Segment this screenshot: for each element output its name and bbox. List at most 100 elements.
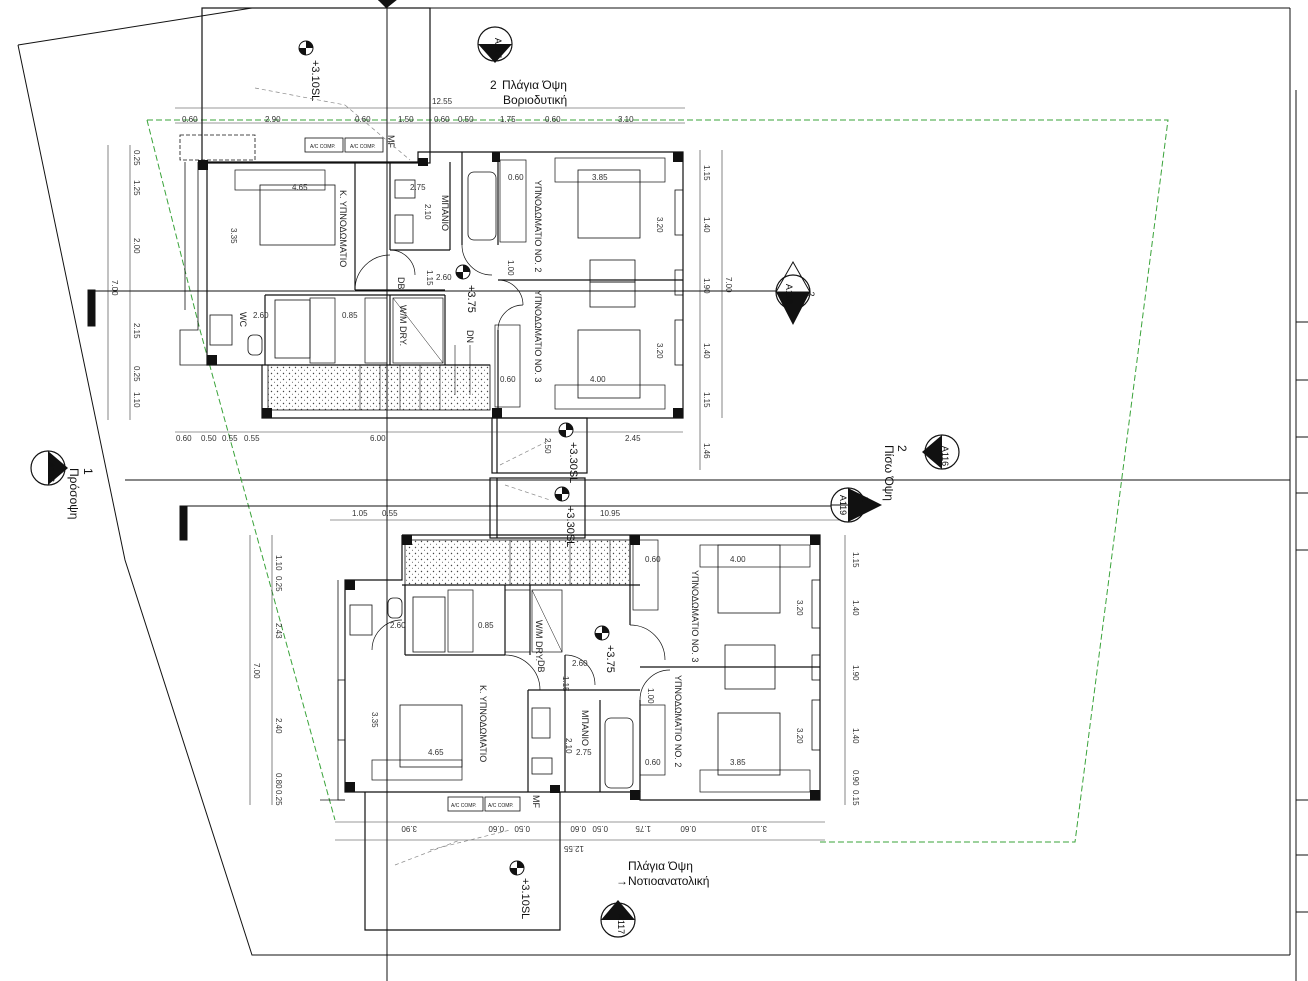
room-db-lower: DB: [536, 660, 546, 673]
dim-rl-2: 1.90: [851, 665, 860, 681]
elevation-title-side-se: Πλάγια Όψη: [628, 859, 693, 873]
dim-top-1: 2.90: [265, 115, 281, 124]
dimension-texts: 12.55 0.60 2.90 0.60 1.50 0.60 0.50 1.75…: [110, 97, 860, 853]
il-lin-w: 0.85: [478, 621, 494, 630]
level-balcony-top: +3.10SL: [309, 60, 321, 101]
il-bed2-w: 3.85: [730, 758, 746, 767]
elevation-marker-side-nw: A117 2 Πλάγια Όψη Βοριοδυτική: [477, 26, 567, 107]
iu-bed2-d: 3.20: [655, 217, 664, 233]
il-bath-w: 2.75: [576, 748, 592, 757]
dim-rl-3: 1.40: [851, 728, 860, 744]
section-ref-2: A118: [784, 284, 794, 304]
room-bed2-upper: ΥΠΝΟΔΩΜΑΤΙΟ ΝΟ. 2: [533, 180, 543, 272]
iu-corr: 1.00: [506, 260, 515, 276]
section-marker-2: 2 A118: [775, 260, 816, 325]
iu-bed3-w: 4.00: [590, 375, 606, 384]
site-setback-line: [146, 119, 1169, 843]
il-bed3-w: 4.00: [730, 555, 746, 564]
room-master-upper: Κ. ΥΠΝΟΔΩΜΑΤΙΟ: [338, 190, 348, 267]
dim-bl-1: 0.60: [488, 824, 504, 833]
room-wmdry-lower: W/M DRY.: [534, 620, 544, 661]
dim-top-2: 0.60: [355, 115, 371, 124]
dim-bu-1: 0.50: [201, 434, 217, 443]
dim-bl-overall: 12.55: [563, 844, 584, 853]
elevation-marker-side-se: A117 Πλάγια Όψη → Νοτιοανατολική: [600, 859, 709, 938]
dim-top-overall: 12.55: [432, 97, 453, 106]
dim-top-4: 0.60: [434, 115, 450, 124]
level-balcony-bottom: +3.10SL: [519, 878, 531, 919]
dim-tl-0: 1.05: [352, 509, 368, 518]
room-bath-lower: ΜΠΑΝΙΟ: [580, 710, 590, 746]
dim-lu-4: 0.25: [132, 366, 141, 382]
dim-ll-1: 0.25: [274, 576, 283, 592]
dim-bl-4: 0.50: [592, 824, 608, 833]
dim-bu-5: 2.45: [625, 434, 641, 443]
dim-top-8: 3.10: [618, 115, 634, 124]
room-labels-upper: Κ. ΥΠΝΟΔΩΜΑΤΙΟ ΜΠΑΝΙΟ ΥΠΝΟΔΩΜΑΤΙΟ ΝΟ. 2 …: [238, 135, 543, 382]
dim-ll-3: 2.40: [274, 718, 283, 734]
dim-ru-1: 1.40: [702, 217, 711, 233]
dim-rl-5: 0.15: [851, 790, 860, 806]
dim-ll-overall: 7.00: [252, 663, 261, 679]
room-bed2-lower: ΥΠΝΟΔΩΜΑΤΙΟ ΝΟ. 2: [673, 675, 683, 767]
room-db-upper: DB: [396, 277, 406, 290]
dim-rl-4: 0.90: [851, 770, 860, 786]
site-boundary: [17, 7, 1308, 981]
room-dn-upper: DN: [465, 330, 475, 343]
inner-dims-upper: 4.65 3.35 2.75 2.10 3.85 3.20 4.00 3.20 …: [229, 173, 664, 454]
iu-bed2-w: 3.85: [592, 173, 608, 182]
dim-tl-2: 10.95: [600, 509, 621, 518]
elevation-num-back: 2: [895, 445, 909, 452]
upper-unit: [179, 7, 684, 474]
iu-ledge2: 0.60: [500, 375, 516, 384]
elevation-title-side-nw: Πλάγια Όψη: [502, 78, 567, 92]
section-marker-1: 1 A119: [830, 487, 882, 523]
elevation-num-side-nw: 2: [490, 78, 497, 92]
dim-lu-5: 1.10: [132, 392, 141, 408]
iu-master-d: 3.35: [229, 228, 238, 244]
slope-arrows: [254, 87, 551, 866]
dim-ru-5: 1.46: [702, 443, 711, 459]
dim-bl-3: 0.60: [570, 824, 586, 833]
iu-lin-w: 0.85: [342, 311, 358, 320]
upper-columns: [198, 152, 683, 418]
level-stair-top: +3.30SL: [567, 442, 579, 483]
dim-lu-2: 2.00: [132, 238, 141, 254]
dim-top-6: 1.75: [500, 115, 516, 124]
iu-bed3-d: 3.20: [655, 343, 664, 359]
section-ref-1: A119: [838, 495, 848, 515]
iu-ledge: 0.60: [508, 173, 524, 182]
iu-master-w: 4.65: [292, 183, 308, 192]
iu-bath-w: 2.75: [410, 183, 426, 192]
dim-lu-1: 1.25: [132, 180, 141, 196]
elevation-title-front: Πρόσοψη: [67, 468, 81, 519]
dim-ru-3: 1.40: [702, 343, 711, 359]
dim-bl-2: 0.50: [514, 824, 530, 833]
dim-ll-0: 1.10: [274, 555, 283, 571]
dim-top-3: 1.50: [398, 115, 414, 124]
elevation-marker-back: A116 2 Πίσω Όψη: [882, 434, 960, 501]
elevation-sub-side-nw: Βοριοδυτική: [503, 93, 567, 107]
room-wmdry-upper: W/M DRY.: [398, 305, 408, 346]
elevation-marker-front: A116 1 Πρόσοψη: [30, 450, 95, 519]
il-hall-s: 1.15: [561, 676, 570, 692]
il-corr: 1.00: [646, 688, 655, 704]
iu-wc-w: 2.60: [253, 311, 269, 320]
iu-stair: 2.50: [543, 438, 552, 454]
dim-ll-4: 0.80: [274, 773, 283, 789]
elevation-ref-side-se: A117: [616, 914, 626, 934]
section-num-2: 2: [806, 291, 816, 296]
elevation-sub-side-se: Νοτιοανατολική: [628, 874, 709, 888]
il-master-w: 4.65: [428, 748, 444, 757]
dim-lu-overall: 7.00: [110, 280, 119, 296]
ac-comp-lower-1: A/C COMP.: [451, 803, 476, 809]
dim-bl-0: 3.90: [401, 824, 417, 833]
dim-bu-4: 6.00: [370, 434, 386, 443]
dim-lu-3: 2.15: [132, 323, 141, 339]
level-upper-floor: +3.75: [465, 285, 477, 313]
section-num-1: 1: [860, 496, 870, 501]
elevation-title-back: Πίσω Όψη: [882, 445, 896, 501]
dim-bu-0: 0.60: [176, 434, 192, 443]
il-wc-w: 2.60: [390, 621, 406, 630]
